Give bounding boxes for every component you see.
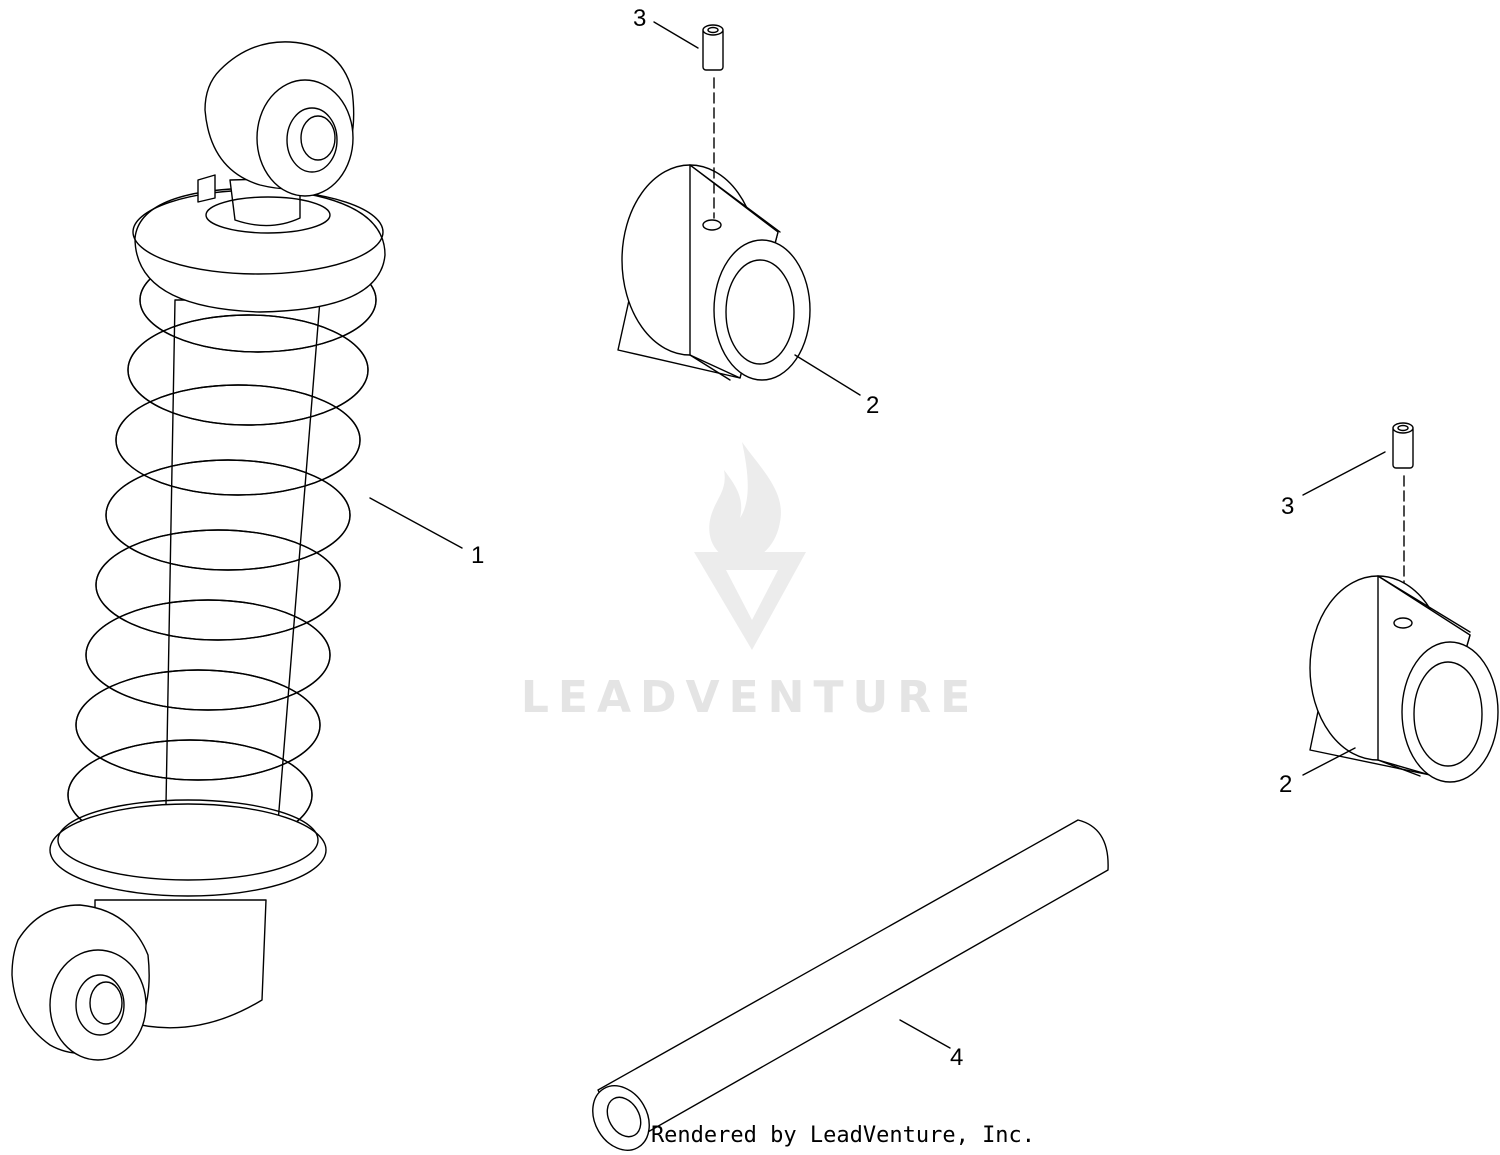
tube: [592, 819, 1109, 1151]
spacer-upper: [617, 164, 811, 381]
callout-3-upper: 3: [633, 5, 646, 32]
set-screw-upper: [702, 24, 724, 219]
spacer-right: [1309, 575, 1499, 783]
lower-eye-bushing: [11, 904, 150, 1061]
callout-4: 4: [950, 1044, 963, 1071]
coil-spring: [67, 247, 377, 851]
credit-text: Rendered by LeadVenture, Inc.: [651, 1123, 1035, 1148]
watermark-v-logo-icon: [694, 552, 806, 650]
shock-absorber: [11, 41, 386, 1061]
watermark-text: LEADVENTURE: [521, 672, 979, 723]
callout-2-right: 2: [1279, 771, 1292, 798]
leadventure-watermark: LEADVENTURE: [521, 442, 979, 723]
upper-eye-bushing: [204, 41, 355, 197]
callout-labels: 1 2 3 3 2 4: [471, 5, 1294, 1071]
leader-line-2-upper: [794, 354, 861, 396]
leader-line-3-upper: [653, 21, 699, 49]
callout-1: 1: [471, 542, 484, 569]
leader-line-1: [369, 497, 463, 549]
leader-lines: [369, 21, 1386, 1049]
callout-3-right: 3: [1281, 493, 1294, 520]
callout-2-upper: 2: [866, 392, 879, 419]
set-screw-right: [1392, 422, 1414, 617]
watermark-flame-icon: [709, 442, 781, 562]
leader-line-3-right: [1302, 451, 1386, 496]
leader-line-2-right: [1302, 747, 1356, 776]
leader-line-4: [899, 1019, 951, 1049]
